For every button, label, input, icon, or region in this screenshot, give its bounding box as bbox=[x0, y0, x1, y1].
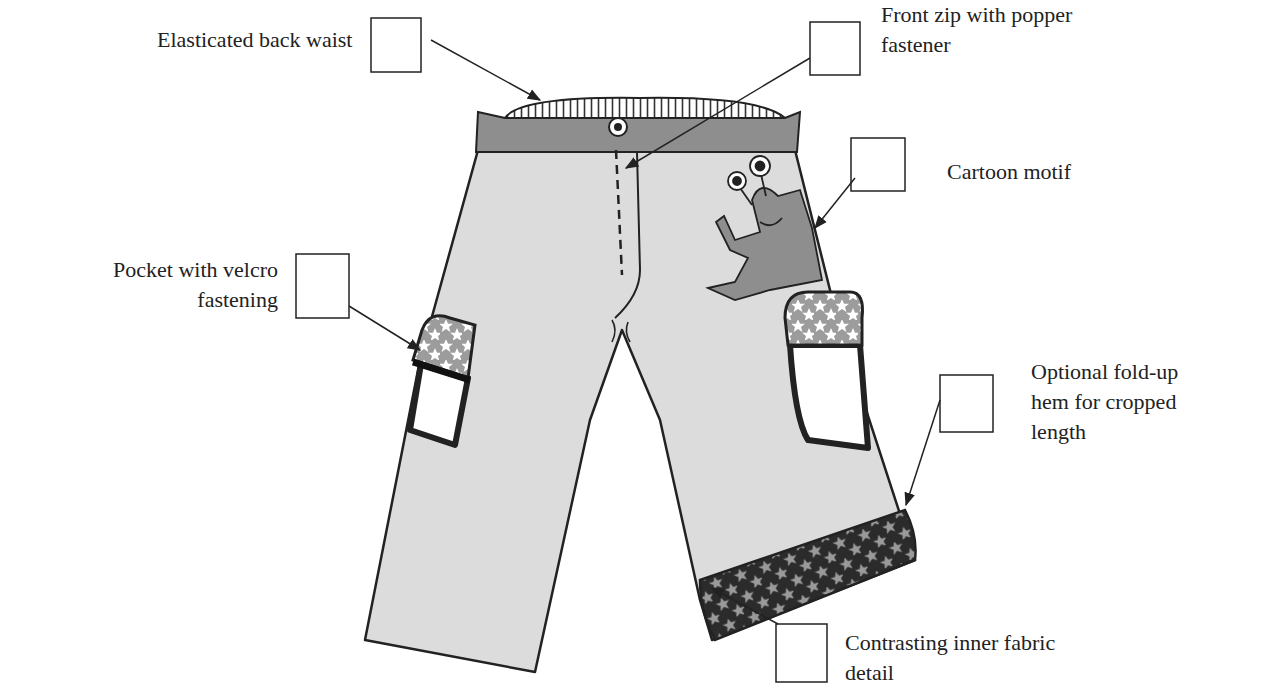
part-label: Front zip with popper fastener bbox=[881, 0, 1111, 60]
part-label: Optional fold-up hem for cropped length bbox=[1031, 357, 1203, 447]
part-label: Contrasting inner fabric detail bbox=[845, 628, 1095, 688]
part-label: Elasticated back waist bbox=[157, 25, 357, 55]
part-label: Pocket with velcro fastening bbox=[78, 255, 278, 315]
part-label: Cartoon motif bbox=[947, 157, 1147, 187]
